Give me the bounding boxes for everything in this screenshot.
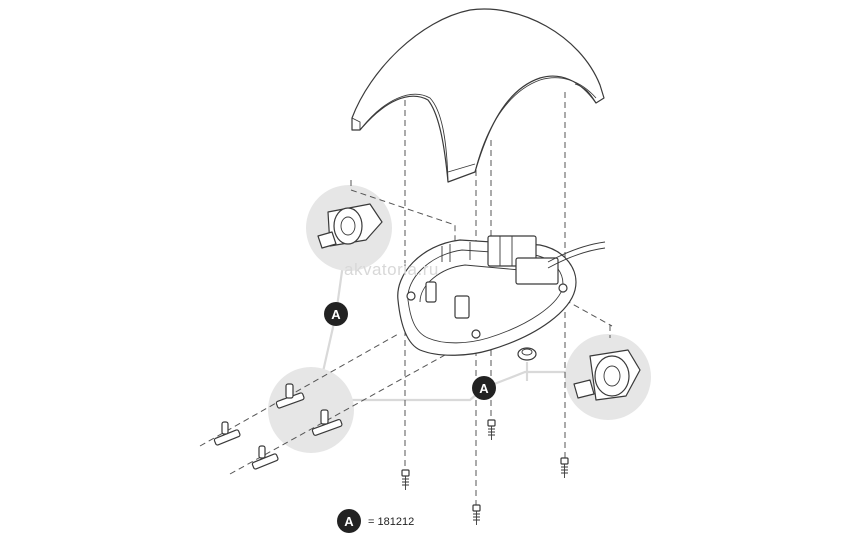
membrane-unit-right bbox=[573, 349, 641, 401]
legend-text: = 181212 bbox=[368, 516, 414, 528]
assembly-guide-lines bbox=[199, 90, 613, 505]
screw-1 bbox=[401, 469, 410, 490]
svg-text:A: A bbox=[344, 514, 354, 529]
legend-badge bbox=[337, 509, 361, 533]
screw-2 bbox=[487, 419, 496, 440]
connector-in-circle-2 bbox=[311, 409, 343, 436]
screw-4 bbox=[472, 504, 481, 525]
screws bbox=[401, 419, 569, 525]
rubber-foot bbox=[517, 347, 537, 361]
top-cover bbox=[351, 8, 605, 183]
callout-badge-left: A bbox=[324, 302, 348, 326]
detail-circle-left bbox=[268, 367, 354, 453]
connector-left-1 bbox=[213, 421, 241, 446]
screw-3 bbox=[560, 457, 569, 478]
connector-in-circle-1 bbox=[275, 383, 305, 409]
svg-text:A: A bbox=[331, 307, 341, 322]
legend: A = 181212 bbox=[337, 509, 414, 533]
pump-base bbox=[397, 235, 606, 356]
connector-left-2 bbox=[251, 445, 279, 470]
air-connectors bbox=[213, 383, 343, 470]
callout-badge-center: A bbox=[472, 376, 496, 400]
membrane-unit-top-left bbox=[317, 203, 383, 249]
svg-text:A: A bbox=[479, 381, 489, 396]
watermark: akvatoria.ru bbox=[344, 260, 439, 279]
